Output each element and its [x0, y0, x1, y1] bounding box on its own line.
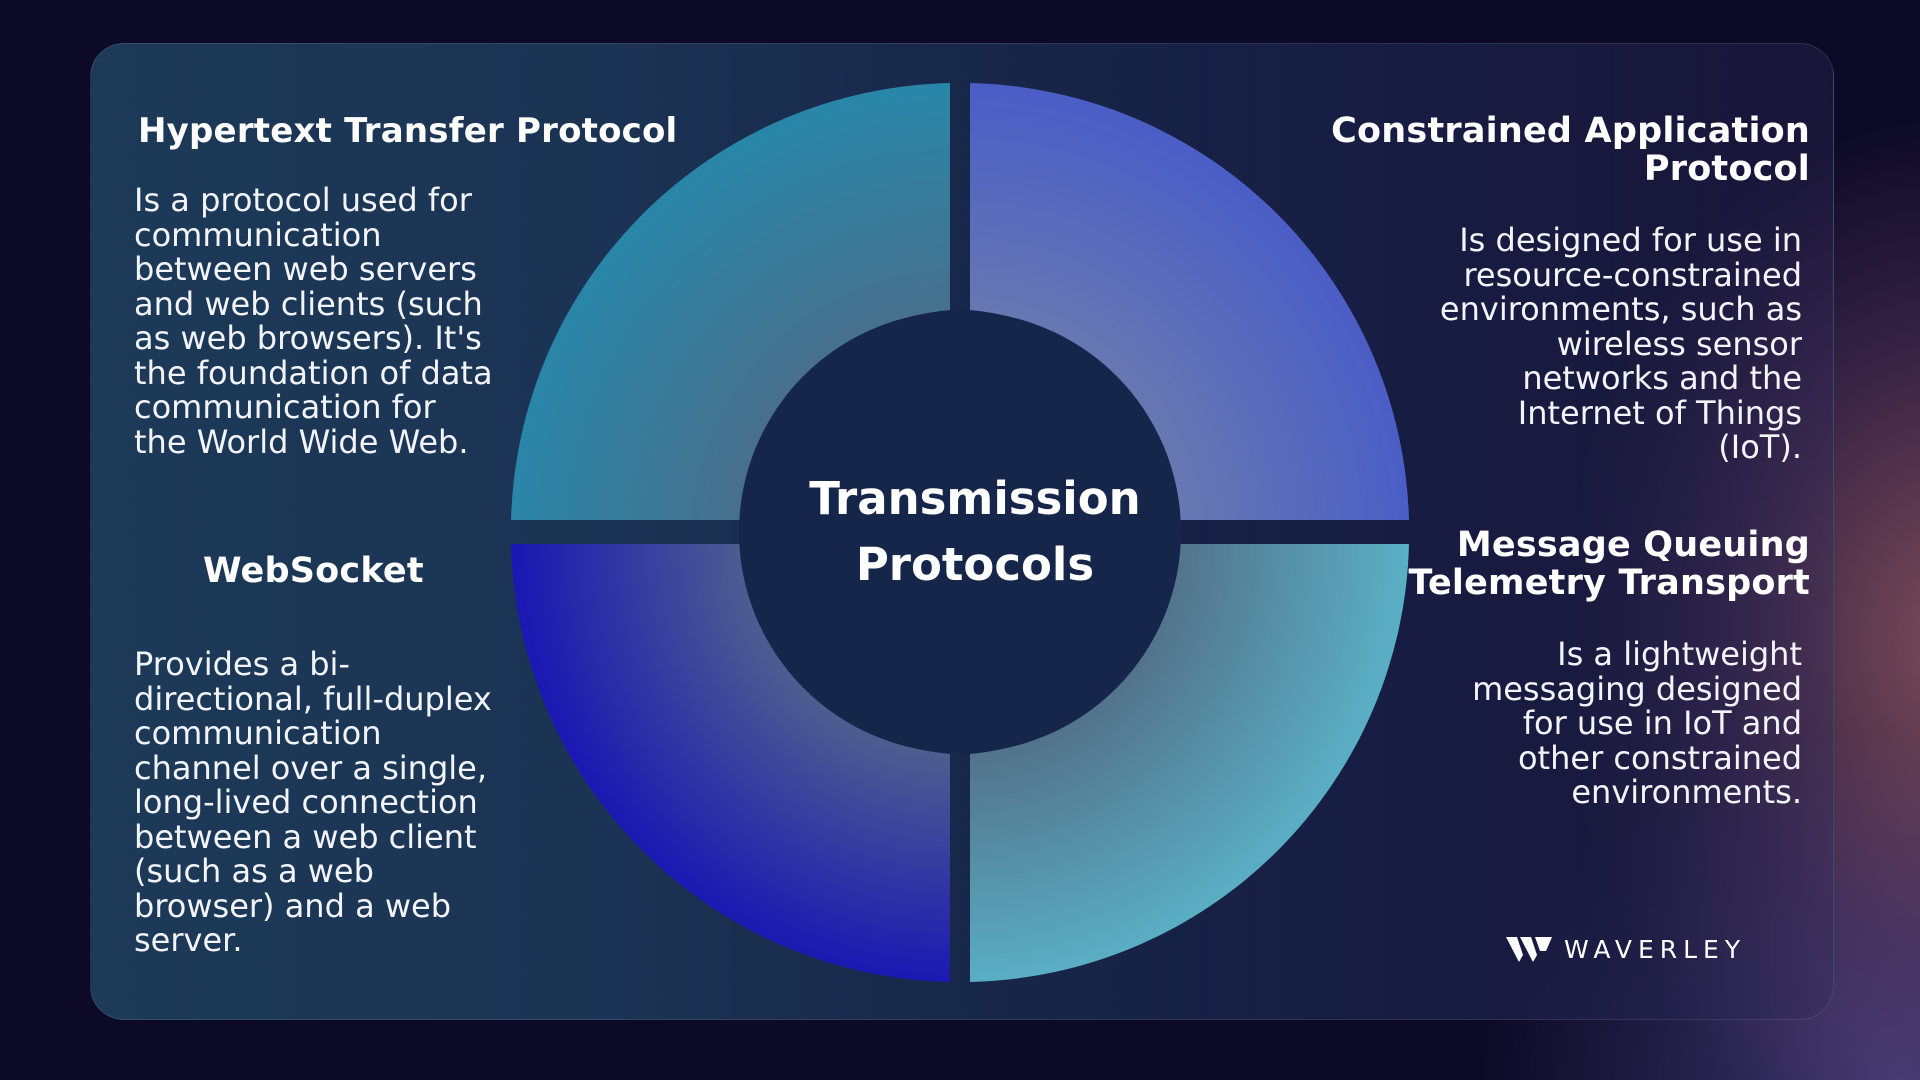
coap-line: environments, such as: [1439, 290, 1802, 328]
coap-line: resource-constrained: [1463, 255, 1802, 294]
http-line: the World Wide Web.: [134, 422, 469, 461]
mqtt-line: environments.: [1571, 773, 1802, 811]
quadrant-top-left: [511, 83, 950, 520]
coap-title: Constrained Application Protocol: [1331, 112, 1810, 188]
http-title: Hypertext Transfer Protocol: [138, 111, 678, 151]
center-title-line-2: Protocols: [855, 538, 1095, 591]
coap-line: Is designed for use in: [1459, 221, 1802, 259]
http-line: between web servers: [134, 250, 477, 288]
mqtt-description: Is a lightweight messaging designed for …: [1472, 637, 1802, 810]
waverley-logo-text: WAVERLEY: [1564, 934, 1747, 964]
coap-line: networks and the: [1522, 359, 1802, 397]
coap-description: Is designed for use in resource-constrai…: [1440, 223, 1802, 465]
http-line: Is a protocol used for: [134, 181, 472, 219]
waverley-logo-icon: [1506, 937, 1552, 962]
mqtt-line: Is a lightweight: [1557, 635, 1802, 673]
websocket-line: (such as a web: [134, 852, 374, 890]
center-title-line-1: Transmission: [809, 472, 1141, 525]
http-line: communication for: [134, 388, 436, 426]
http-line: and web clients (such: [134, 284, 483, 323]
coap-line: (IoT).: [1718, 428, 1802, 466]
quadrant-top-right: [970, 83, 1409, 520]
websocket-title: WebSocket: [203, 551, 424, 591]
mqtt-line: for use in IoT and: [1522, 704, 1802, 742]
http-line: the foundation of data: [134, 353, 493, 392]
websocket-line: between a web client: [134, 817, 477, 856]
mqtt-title-line: Message Queuing: [1456, 525, 1810, 565]
quadrant-bottom-left: [511, 544, 950, 982]
coap-line: wireless sensor: [1556, 324, 1802, 363]
websocket-line: channel over a single,: [134, 748, 488, 787]
websocket-line: communication: [134, 714, 382, 752]
center-title: Transmission Protocols: [760, 466, 1190, 598]
quadrant-bottom-right: [970, 544, 1409, 982]
center-circle: [739, 311, 1181, 753]
http-line: communication: [134, 215, 382, 254]
coap-line: Internet of Things: [1517, 393, 1802, 432]
websocket-line: long-lived connection: [134, 783, 478, 821]
coap-title-line: Constrained Application: [1331, 111, 1810, 151]
http-description: Is a protocol used for communication bet…: [134, 183, 493, 459]
websocket-line: directional, full-duplex: [134, 679, 492, 718]
websocket-line: Provides a bi-: [134, 645, 350, 683]
mqtt-line: other constrained: [1517, 738, 1802, 777]
websocket-line: server.: [134, 921, 243, 959]
websocket-description: Provides a bi- directional, full-duplex …: [134, 647, 492, 958]
mqtt-line: messaging designed: [1472, 669, 1802, 708]
http-line: as web browsers). It's: [134, 319, 482, 357]
waverley-logo: WAVERLEY: [1506, 931, 1746, 967]
mqtt-title-line: Telemetry Transport: [1408, 563, 1810, 603]
websocket-line: browser) and a web: [134, 886, 452, 925]
coap-title-line: Protocol: [1643, 149, 1810, 189]
mqtt-title: Message Queuing Telemetry Transport: [1409, 526, 1810, 602]
